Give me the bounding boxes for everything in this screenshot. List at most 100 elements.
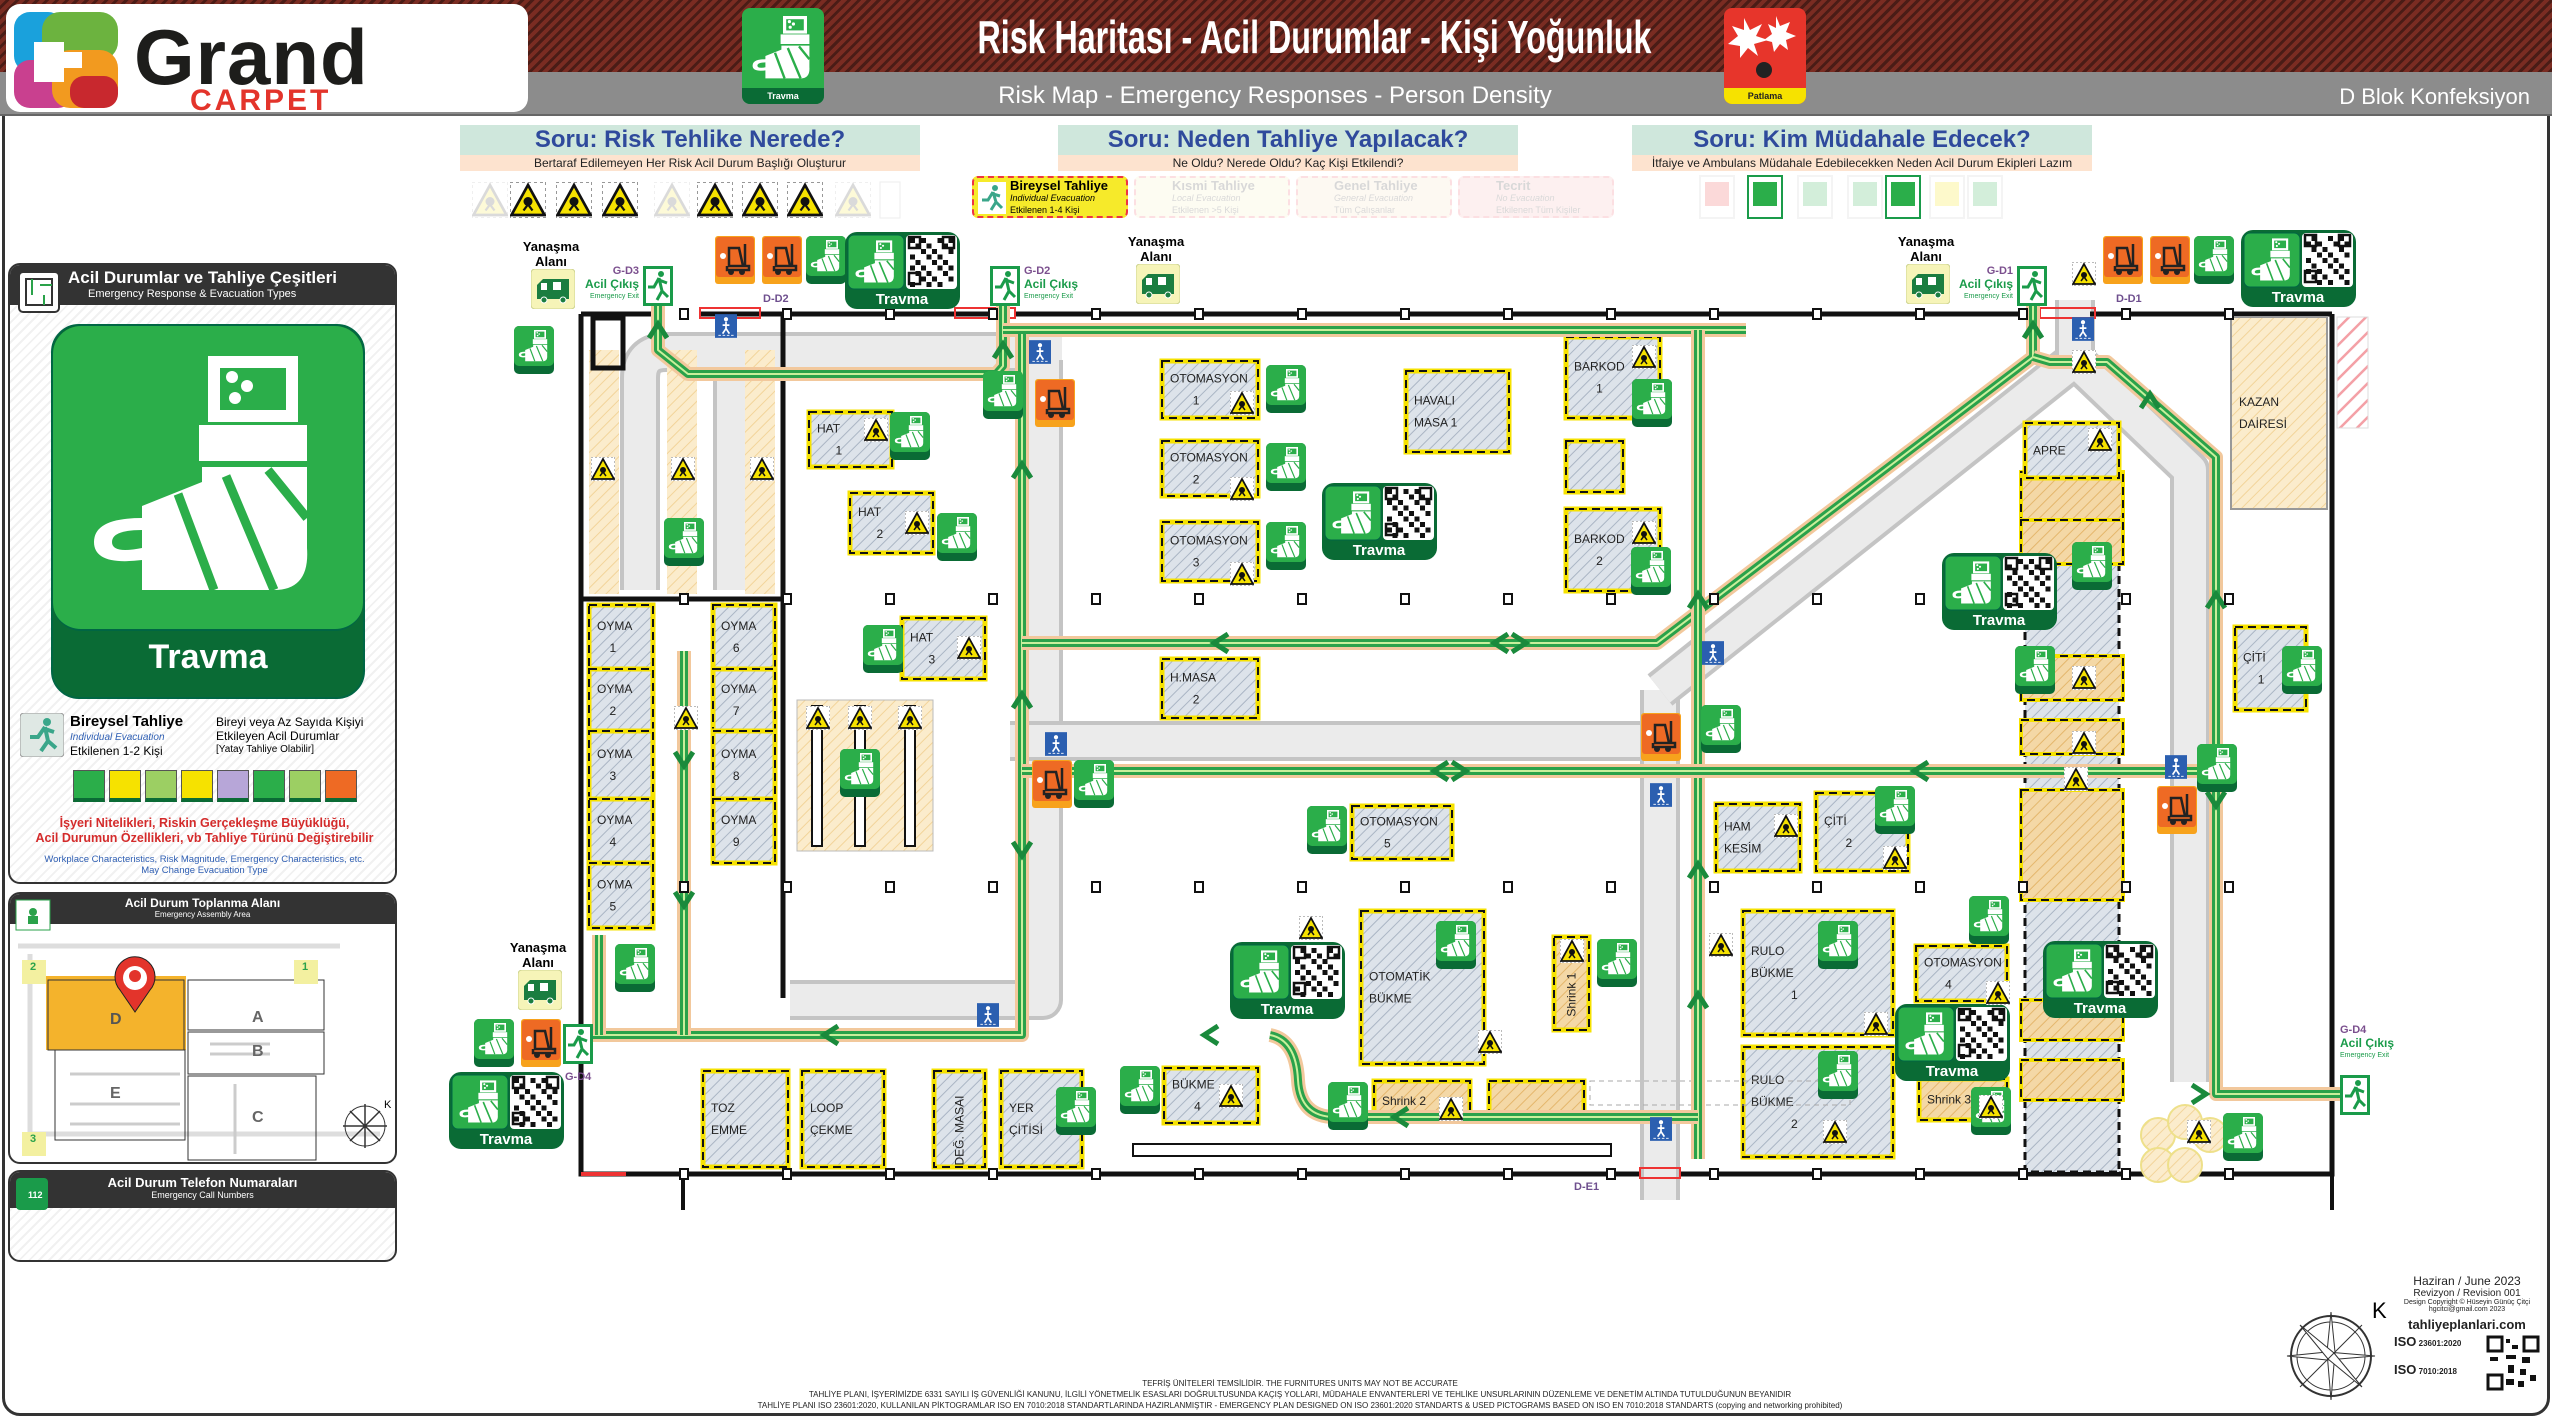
hazard-pictogram-icon (472, 182, 508, 218)
exit-label-en: Emergency Exit (590, 293, 639, 300)
column-marker (1915, 593, 1925, 605)
website-link[interactable]: tahliyeplanlari.com (2408, 1317, 2526, 1332)
question-risk-where: Soru: Risk Tehlike Nerede? Bertaraf Edil… (460, 125, 920, 171)
footer-line: TAHLİYE PLANI ISO 23601:2020, KULLANILAN… (757, 1401, 1843, 1410)
warning-triangle-icon (1439, 1097, 1463, 1121)
door-label: D-D2 (763, 293, 789, 305)
evac-type-individual: Bireysel Tahliye Individual Evacuation E… (972, 176, 1128, 218)
route-arrow-icon (819, 1023, 840, 1047)
qr-code-icon (510, 1075, 561, 1129)
route-arrow-icon (1209, 631, 1230, 655)
warning-triangle-icon (1632, 345, 1656, 369)
warning-triangle-icon (1864, 1012, 1888, 1036)
travma-qr-board: Travma (845, 232, 960, 309)
hazard-pictogram-icon (787, 182, 823, 218)
phone-number: 112 (28, 1190, 43, 1200)
column-marker (2018, 881, 2028, 893)
travma-sign (863, 625, 903, 673)
column-marker (1091, 308, 1101, 320)
evac-type-title: Bireysel Tahliye (1010, 178, 1109, 193)
travma-sign (937, 513, 977, 561)
emergency-type-pictogram-icon (181, 770, 213, 802)
column-marker (1709, 308, 1719, 320)
exit-label-en: Emergency Exit (2340, 1052, 2389, 1059)
qr-code-icon (2104, 944, 2155, 998)
exit-label-tr: Acil Çıkış (2340, 1036, 2394, 1050)
route-arrow-icon (1909, 759, 1930, 783)
travma-sign (2194, 236, 2234, 284)
emergency-exit-icon (990, 266, 1020, 306)
column-marker (1400, 593, 1410, 605)
travma-large-sign: Travma (51, 324, 365, 699)
pedestrian-crossing-icon (1702, 641, 1724, 665)
warning-triangle-icon (1709, 933, 1733, 957)
column-marker (1400, 308, 1410, 320)
column-marker (2121, 593, 2131, 605)
route-arrow-icon (1010, 459, 1034, 480)
panel-title: Acil Durum Toplanma Alanı (124, 896, 281, 910)
travma-board-label: Travma (1926, 1063, 1979, 1080)
room-label: 2 (1845, 836, 1852, 850)
warning-triangle-icon (2072, 666, 2096, 690)
page-title: Risk Haritası - Acil Durumlar - Kişi Yoğ… (977, 11, 1652, 63)
room-label: 2 (1596, 554, 1603, 568)
evac-type-affected: Etkilenen Tüm Kişiler (1496, 205, 1581, 215)
header-travma-label: Travma (742, 88, 824, 104)
warning-triangle-icon (1986, 981, 2010, 1005)
svg-text:1: 1 (302, 961, 308, 973)
travma-qr-board: Travma (449, 1072, 564, 1149)
travma-sign (2015, 646, 2055, 694)
room-label: 3 (1193, 556, 1200, 570)
room-label: H.MASA (1170, 671, 1216, 685)
hazard-pictogram-icon (879, 181, 901, 219)
column-marker (1606, 1168, 1616, 1180)
warning-triangle-icon (2064, 767, 2088, 791)
plan-revision: Revizyon / Revision 001 (2413, 1288, 2521, 1299)
assembly-point-2: 2 (22, 960, 46, 984)
column-marker (1400, 881, 1410, 893)
room-label: OYMA (721, 747, 756, 761)
svg-text:3: 3 (30, 1133, 36, 1145)
travma-board-label: Travma (1973, 612, 2026, 629)
svg-text:K: K (384, 1099, 392, 1111)
travma-qr-board: Travma (1942, 553, 2057, 630)
travma-sign (2072, 542, 2112, 590)
forklift-hazard-icon (2157, 786, 2197, 834)
column-marker (1503, 308, 1513, 320)
evac-type-en: Individual Evacuation (1010, 193, 1096, 203)
column-marker (1091, 593, 1101, 605)
column-marker (988, 881, 998, 893)
room-label: ÇEKME (810, 1123, 853, 1137)
pedestrian-crossing-icon (2072, 317, 2094, 341)
room-label: KAZAN (2239, 395, 2279, 409)
warning-triangle-icon (1230, 477, 1254, 501)
travma-board-label: Travma (2074, 1000, 2127, 1017)
room-label: HAM (1724, 820, 1751, 834)
column-marker (679, 308, 689, 320)
travma-sign (1632, 379, 1672, 427)
travma-large-label: Travma (148, 638, 268, 676)
evac-desc-line: Bireyi veya Az Sayıda Kişiyi (216, 715, 364, 729)
route-arrow-icon (2204, 790, 2228, 811)
footer-line: TAHLİYE PLANI, İŞYERİMİZDE 6331 SAYILI İ… (808, 1390, 1792, 1399)
column-marker (988, 308, 998, 320)
forklift-hazard-icon (715, 236, 755, 284)
room-label: 1 (1193, 394, 1200, 408)
warning-triangle-icon (905, 511, 929, 535)
column-marker (2018, 308, 2028, 320)
route-arrow-icon (1010, 840, 1034, 861)
warning-triangle-icon (848, 706, 872, 730)
question-who-responds: Soru: Kim Müdahale Edecek? İtfaiye ve Am… (1632, 125, 2092, 171)
qr-code-icon (2486, 1335, 2540, 1391)
exit-code: G-D4 (565, 1071, 592, 1083)
room-label: Shrink 2 (1382, 1094, 1426, 1108)
evac-type-general: Genel Tahliye General Evacuation Tüm Çal… (1296, 176, 1452, 218)
